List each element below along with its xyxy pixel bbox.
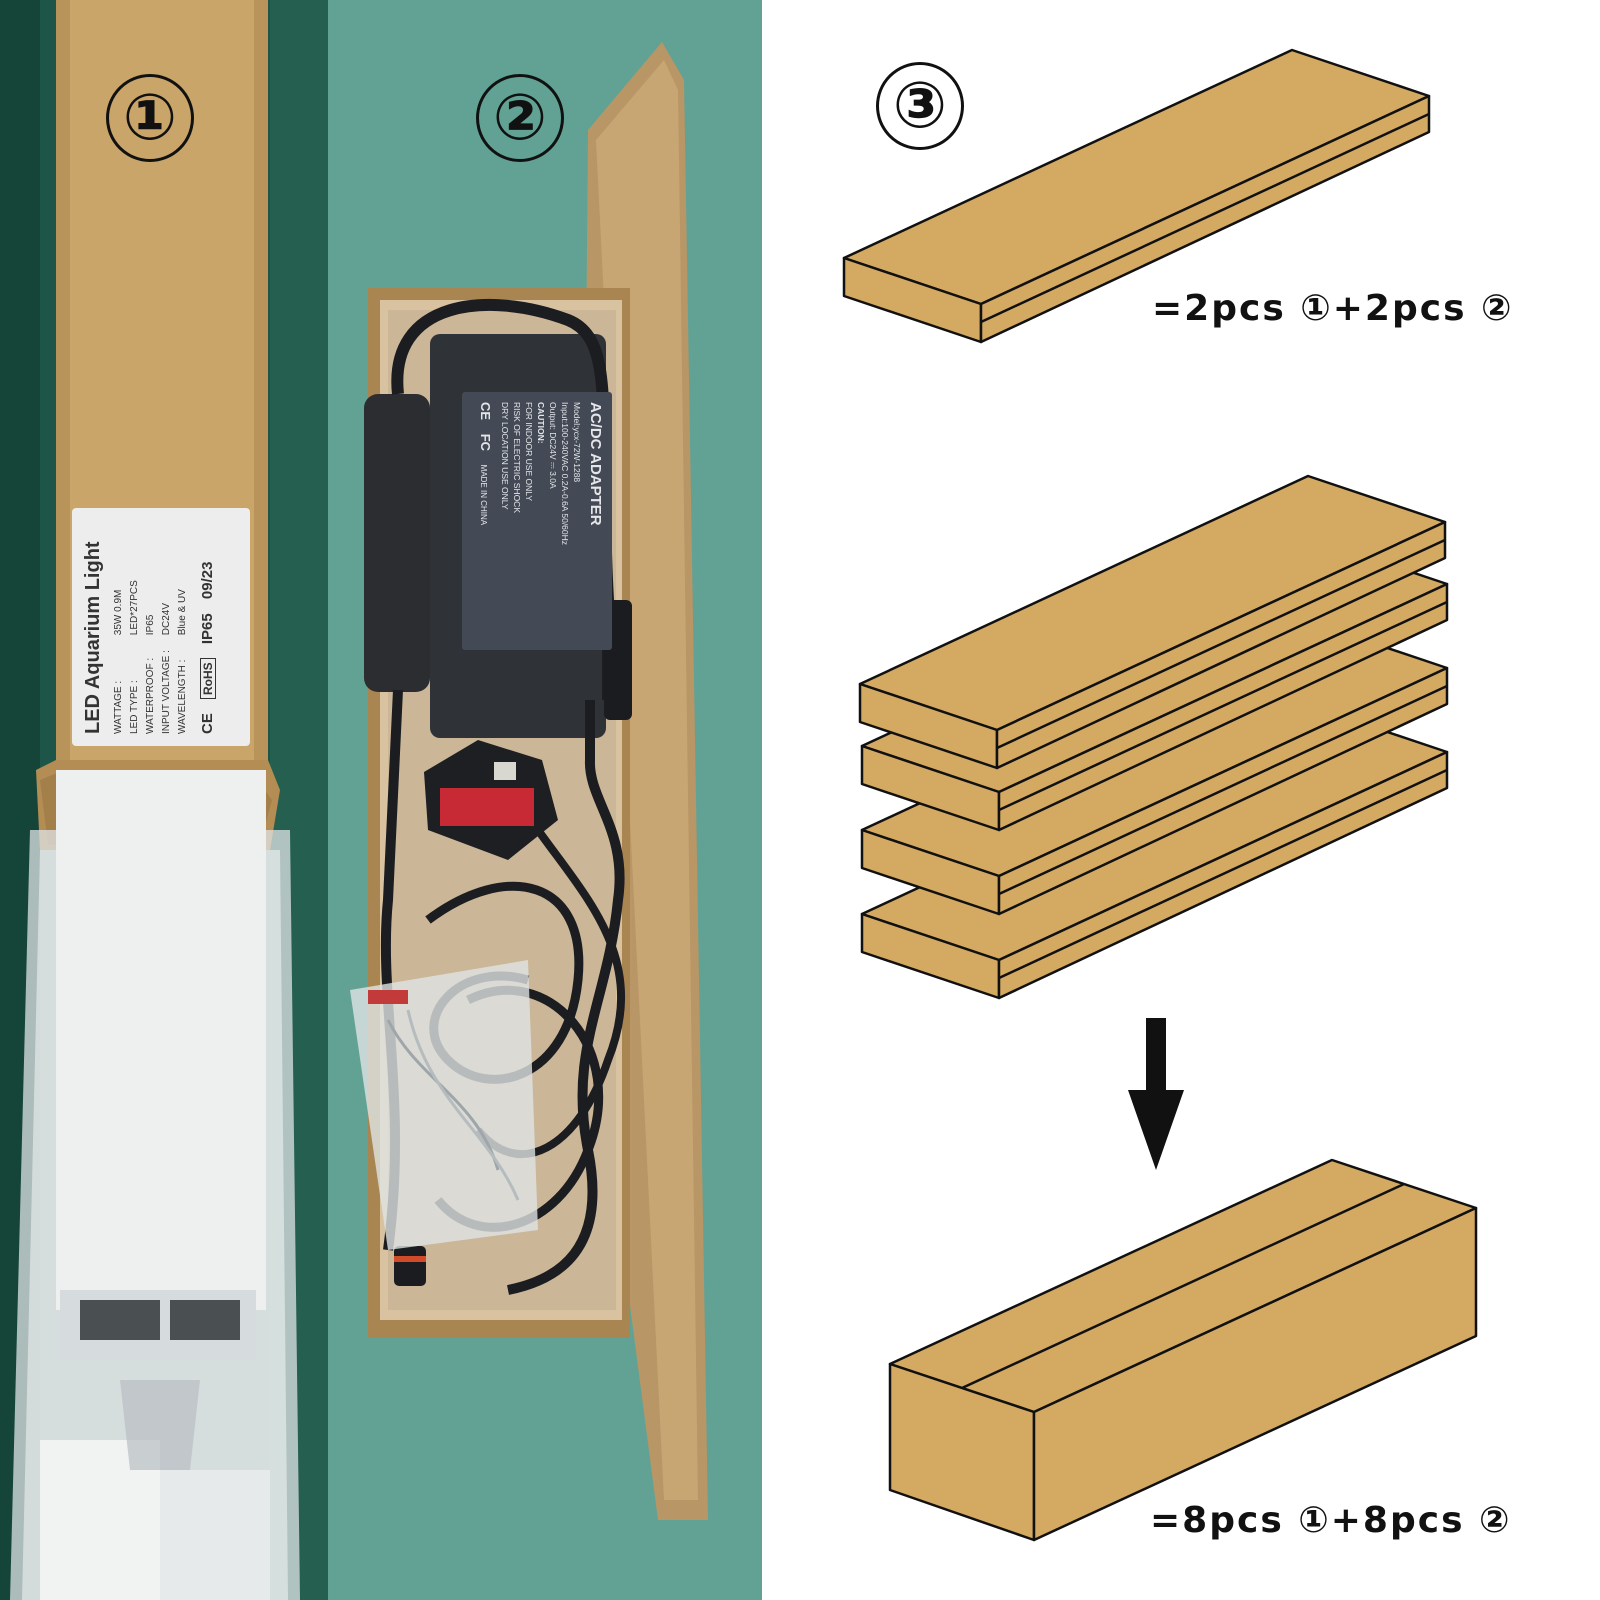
cert-row: CE RoHS IP65 09/23 (199, 520, 216, 734)
adapter-model: Model:ycx-72W-1288 (572, 402, 582, 483)
product-label: LED Aquarium Light WATTAGE : 35W 0.9M LE… (72, 508, 250, 746)
spec-value: 35W 0.9M (113, 589, 124, 636)
adapter-caution-line: FOR INDOOR USE ONLY (524, 402, 534, 502)
single-pack-quantity: =2pcs ①+2pcs ② (1152, 288, 1514, 329)
spec-value: DC24V (161, 602, 172, 636)
spec-key: LED TYPE : (129, 680, 140, 734)
spec-key: WATERPROOF : (145, 657, 156, 734)
light-box-illustration (0, 0, 328, 1600)
packing-illustration (842, 48, 1478, 1542)
packing-diagram: ③ =2pcs ①+2pcs ② =8pcs ①+8pcs ② (762, 0, 1600, 1600)
ce-mark: CE (199, 713, 216, 734)
marker-3: ③ (876, 62, 964, 150)
adapter-caution: CAUTION: (536, 402, 546, 444)
adapter-caution-line: DRY LOCATION USE ONLY (500, 402, 510, 510)
spec-row: WAVELENGTH : Blue & UV (175, 520, 191, 734)
label-title: LED Aquarium Light (82, 541, 104, 734)
spec-value: Blue & UV (177, 589, 188, 636)
adapter-title: AC/DC ADAPTER (587, 402, 604, 526)
adapter-caution-line: RISK OF ELECTRIC SHOCK (512, 402, 522, 513)
made-in: MADE IN CHINA (479, 464, 488, 526)
box-stack (858, 474, 1449, 1000)
accessory-box-illustration (328, 0, 762, 1600)
carton-quantity: =8pcs ①+8pcs ② (1150, 1500, 1512, 1541)
spec-row: WATTAGE : 35W 0.9M (111, 520, 127, 734)
spec-key: WAVELENGTH : (177, 659, 188, 734)
down-arrow-icon (1128, 1018, 1184, 1170)
spec-key: WATTAGE : (113, 680, 124, 734)
adapter-label: AC/DC ADAPTER Model:ycx-72W-1288 Input:1… (462, 392, 612, 650)
light-box-photo: ① LED Aquarium Light WATTAGE : 35W 0.9M … (0, 0, 328, 1600)
adapter-input: Input:100-240VAC 0.2A-0.6A 50/60Hz (560, 402, 570, 546)
accessory-box-photo: ② AC/DC ADAPTER Model:ycx-72W-1288 Input… (328, 0, 762, 1600)
spec-row: INPUT VOLTAGE : DC24V (159, 520, 175, 734)
spec-value: IP65 (145, 614, 156, 636)
rohs-mark: RoHS (200, 658, 216, 699)
spec-row: WATERPROOF : IP65 (143, 520, 159, 734)
single-pack-box (842, 48, 1431, 344)
manufacture-date: 09/23 (199, 561, 216, 600)
adapter-marks: CE FC MADE IN CHINA (478, 402, 493, 640)
adapter-output: Output: DC24V ⎓ 3.0A (548, 402, 558, 489)
spec-value: LED*27PCS (129, 580, 140, 636)
marker-2: ② (476, 74, 564, 162)
spec-key: INPUT VOLTAGE : (161, 650, 172, 734)
ce-mark: CE (478, 402, 493, 421)
ip-rating: IP65 (199, 613, 216, 645)
fcc-mark: FC (478, 433, 493, 452)
marker-1: ① (106, 74, 194, 162)
spec-row: LED TYPE : LED*27PCS (127, 520, 143, 734)
master-carton (888, 1158, 1478, 1542)
